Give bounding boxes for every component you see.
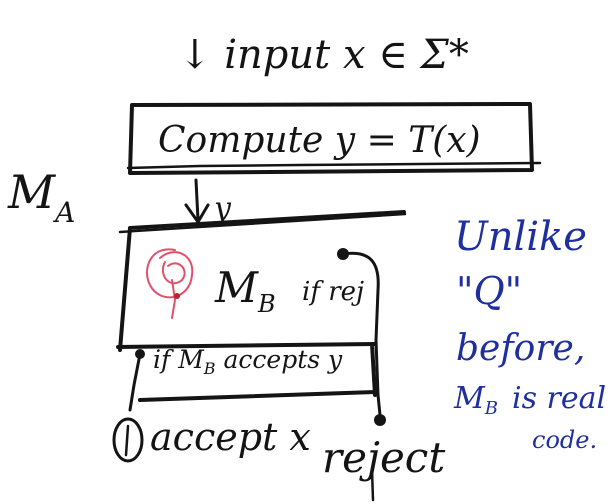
accept-marker-circle bbox=[112, 417, 144, 463]
accept-label: accept x bbox=[150, 415, 311, 459]
doodle-dot bbox=[174, 293, 180, 299]
reject-label: reject bbox=[322, 433, 445, 482]
note-line-before: before, bbox=[456, 328, 585, 369]
note-line-q: "Q" bbox=[456, 269, 522, 313]
side-note: Unlike "Q" before, MB is real code. bbox=[453, 214, 606, 454]
note-line-unlike: Unlike bbox=[454, 214, 587, 260]
compute-box-overstroke bbox=[126, 161, 542, 170]
note-line-is-real: is real bbox=[512, 381, 606, 416]
input-label: ↓ input x ∈ Σ* bbox=[178, 32, 469, 78]
mb-label: MB bbox=[214, 263, 276, 318]
machine-a-label: MA bbox=[7, 165, 75, 229]
accept-marker-stroke bbox=[124, 424, 130, 457]
reject-descender bbox=[370, 468, 375, 502]
mb-box bbox=[116, 210, 406, 402]
note-line-code: code. bbox=[532, 426, 597, 454]
mb-box-overstroke bbox=[118, 212, 407, 234]
reject-branch-line bbox=[341, 251, 382, 417]
accept-branch-line bbox=[128, 352, 142, 412]
y-arrow bbox=[184, 178, 210, 224]
compute-box bbox=[128, 102, 534, 175]
reject-end-dot bbox=[374, 414, 386, 426]
if-rej-label: if rej bbox=[302, 277, 364, 307]
doodle-sketch bbox=[146, 248, 194, 319]
note-line-mb: MB bbox=[453, 381, 498, 419]
y-label: y bbox=[212, 191, 232, 226]
compute-label: Compute y = T(x) bbox=[158, 120, 481, 161]
if-accepts-label: if MB accepts y bbox=[153, 345, 343, 378]
